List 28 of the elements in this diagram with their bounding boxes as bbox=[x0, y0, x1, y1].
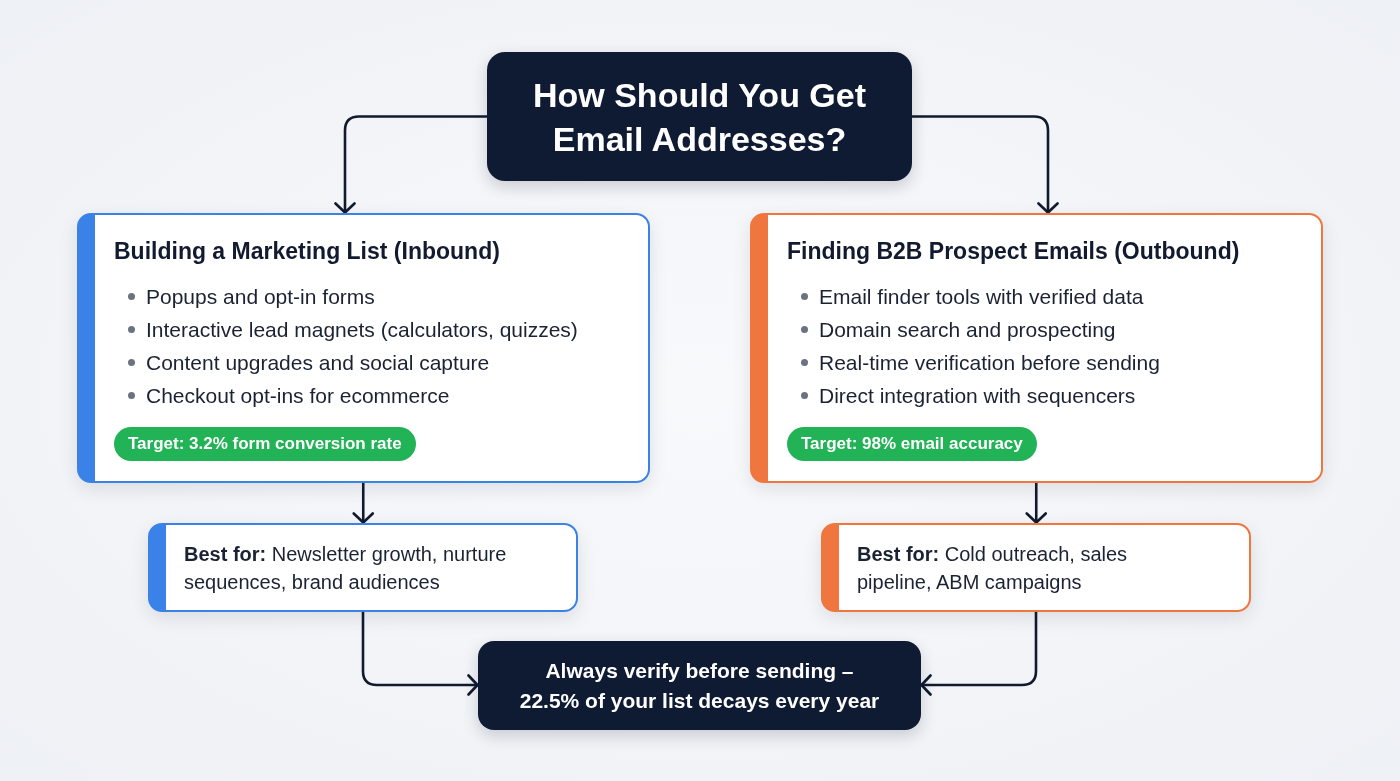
summary-box bbox=[478, 641, 921, 730]
bullet-text: Checkout opt-ins for ecommerce bbox=[146, 383, 450, 409]
note-text: Best for: Newsletter growth, nurture sequences, brand audiences bbox=[184, 541, 508, 595]
note-text: Best for: Cold outreach, sales pipeline, ABM campaigns bbox=[857, 541, 1129, 595]
connector-arrow bbox=[334, 115, 489, 215]
connector-arrow bbox=[361, 610, 480, 696]
connector-arrow bbox=[352, 481, 375, 525]
flow-card bbox=[750, 213, 1323, 483]
flow-card bbox=[77, 213, 650, 483]
bullet-text: Direct integration with sequencers bbox=[819, 383, 1136, 409]
target-badge: Target: 98% email accuracy bbox=[787, 427, 1037, 461]
bullet-text: Content upgrades and social capture bbox=[146, 350, 490, 376]
note-box bbox=[148, 523, 578, 612]
bullet-text: Real-time verification before sending bbox=[819, 350, 1160, 376]
bullet-text: Domain search and prospecting bbox=[819, 317, 1116, 343]
bullet-text: Interactive lead magnets (calculators, quizzes) bbox=[146, 317, 578, 343]
connector-arrow bbox=[1025, 481, 1048, 525]
bullet-text: Email finder tools with verified data bbox=[819, 284, 1144, 310]
target-badge: Target: 3.2% form conversion rate bbox=[114, 427, 416, 461]
bullet-text: Popups and opt-in forms bbox=[146, 284, 375, 310]
summary-text: Always verify before sending – 22.5% of your list decays every year bbox=[518, 657, 881, 714]
title-box bbox=[487, 52, 912, 181]
title-text: How Should You Get Email Addresses? bbox=[531, 74, 868, 160]
card-heading: Finding B2B Prospect Emails (Outbound) bbox=[787, 237, 1240, 266]
note-box bbox=[821, 523, 1251, 612]
connector-arrow bbox=[919, 610, 1038, 696]
connector-arrow bbox=[910, 115, 1059, 215]
card-heading: Building a Marketing List (Inbound) bbox=[114, 237, 500, 266]
